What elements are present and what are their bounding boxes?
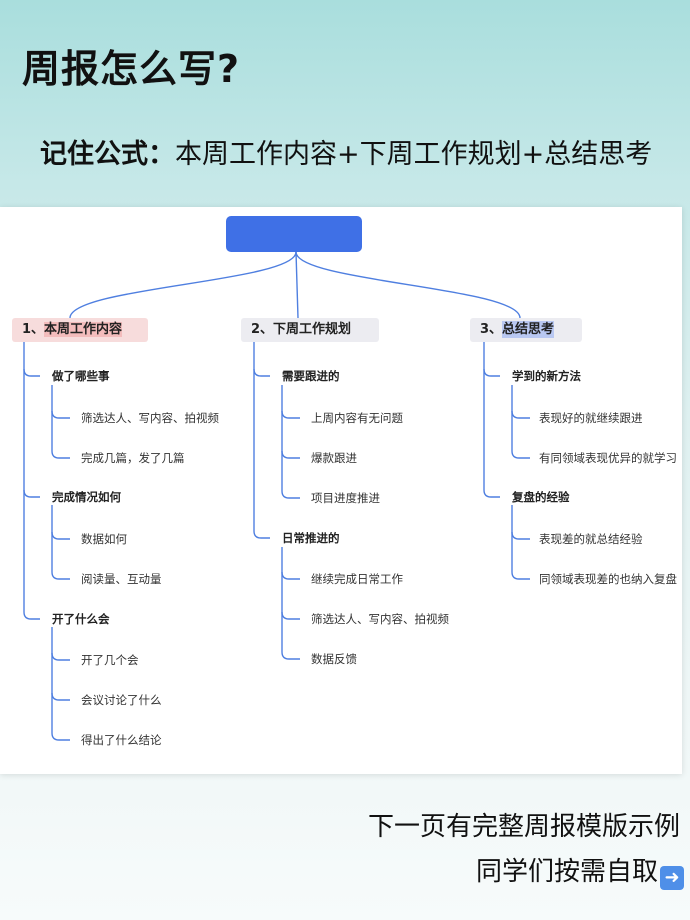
group-node: 需要跟进的 — [282, 369, 340, 383]
connector-root-b2 — [295, 251, 299, 319]
formula-line: 记住公式：本周工作内容+下周工作规划+总结思考 — [40, 132, 652, 171]
page-title: 周报怎么写? — [22, 47, 241, 91]
leaf-node: 爆款跟进 — [311, 451, 357, 465]
leaf-node: 上周内容有无问题 — [311, 411, 403, 425]
leaf-node: 数据如何 — [81, 532, 127, 546]
footer-line-2-text: 同学们按需自取 — [475, 857, 658, 887]
connector-lines — [23, 251, 530, 741]
connector-b1-trunk — [23, 342, 40, 620]
leaf-node: 继续完成日常工作 — [311, 572, 403, 586]
leaf-node: 阅读量、互动量 — [81, 572, 162, 586]
connector-b2-g1 — [281, 385, 300, 499]
branch-1-number: 1、 — [22, 322, 45, 337]
branch-2-number: 2、 — [251, 322, 274, 337]
leaf-node: 项目进度推进 — [311, 491, 380, 505]
footer-line-1: 下一页有完整周报模版示例 — [367, 812, 680, 842]
connector-b3-g2 — [511, 505, 530, 580]
group-node: 做了哪些事 — [52, 369, 110, 383]
group-node: 开了什么会 — [52, 612, 110, 626]
group-node: 日常推进的 — [282, 531, 340, 545]
branch-node-2: 2、下周工作规划 — [241, 318, 379, 342]
formula-body: 本周工作内容+下周工作规划+总结思考 — [175, 139, 653, 170]
footer-line-2: 同学们按需自取➜ — [476, 851, 684, 890]
leaf-node: 会议讨论了什么 — [81, 693, 162, 707]
connector-b2-g2 — [281, 547, 300, 660]
root-node — [226, 216, 362, 252]
connector-b3-g1 — [511, 385, 530, 459]
leaf-node: 数据反馈 — [311, 652, 357, 666]
right-arrow-icon: ➜ — [660, 866, 684, 890]
group-node: 复盘的经验 — [512, 490, 570, 504]
leaf-node: 筛选达人、写内容、拍视频 — [81, 411, 219, 425]
branch-2-label: 下周工作规划 — [273, 322, 352, 337]
connector-b1-g2 — [51, 505, 70, 580]
leaf-node: 同领域表现差的也纳入复盘 — [539, 572, 677, 586]
connector-b2-trunk — [253, 342, 270, 539]
leaf-node: 得出了什么结论 — [81, 733, 162, 747]
leaf-node: 开了几个会 — [81, 653, 139, 667]
group-node: 完成情况如何 — [52, 490, 121, 504]
formula-lead: 记住公式： — [40, 139, 175, 170]
branch-3-label: 总结思考 — [502, 321, 555, 338]
branch-node-1: 1、本周工作内容 — [12, 318, 148, 342]
leaf-node: 筛选达人、写内容、拍视频 — [311, 612, 449, 626]
branch-1-label: 本周工作内容 — [44, 322, 123, 337]
connector-root-b1 — [69, 251, 297, 319]
branch-3-number: 3、 — [480, 322, 503, 337]
mindmap-card: 1、本周工作内容 做了哪些事 筛选达人、写内容、拍视频 完成几篇，发了几篇 完成… — [0, 207, 682, 774]
branch-node-3: 3、总结思考 — [470, 318, 582, 342]
connector-root-b3 — [295, 251, 521, 319]
connector-b1-g1 — [51, 385, 70, 459]
leaf-node: 表现差的就总结经验 — [539, 532, 643, 546]
leaf-node: 完成几篇，发了几篇 — [81, 451, 185, 465]
leaf-node: 有同领域表现优异的就学习 — [539, 451, 677, 465]
leaf-node: 表现好的就继续跟进 — [539, 411, 643, 425]
connector-b3-trunk — [483, 342, 500, 498]
connector-b1-g3 — [51, 627, 70, 741]
group-node: 学到的新方法 — [512, 369, 581, 383]
